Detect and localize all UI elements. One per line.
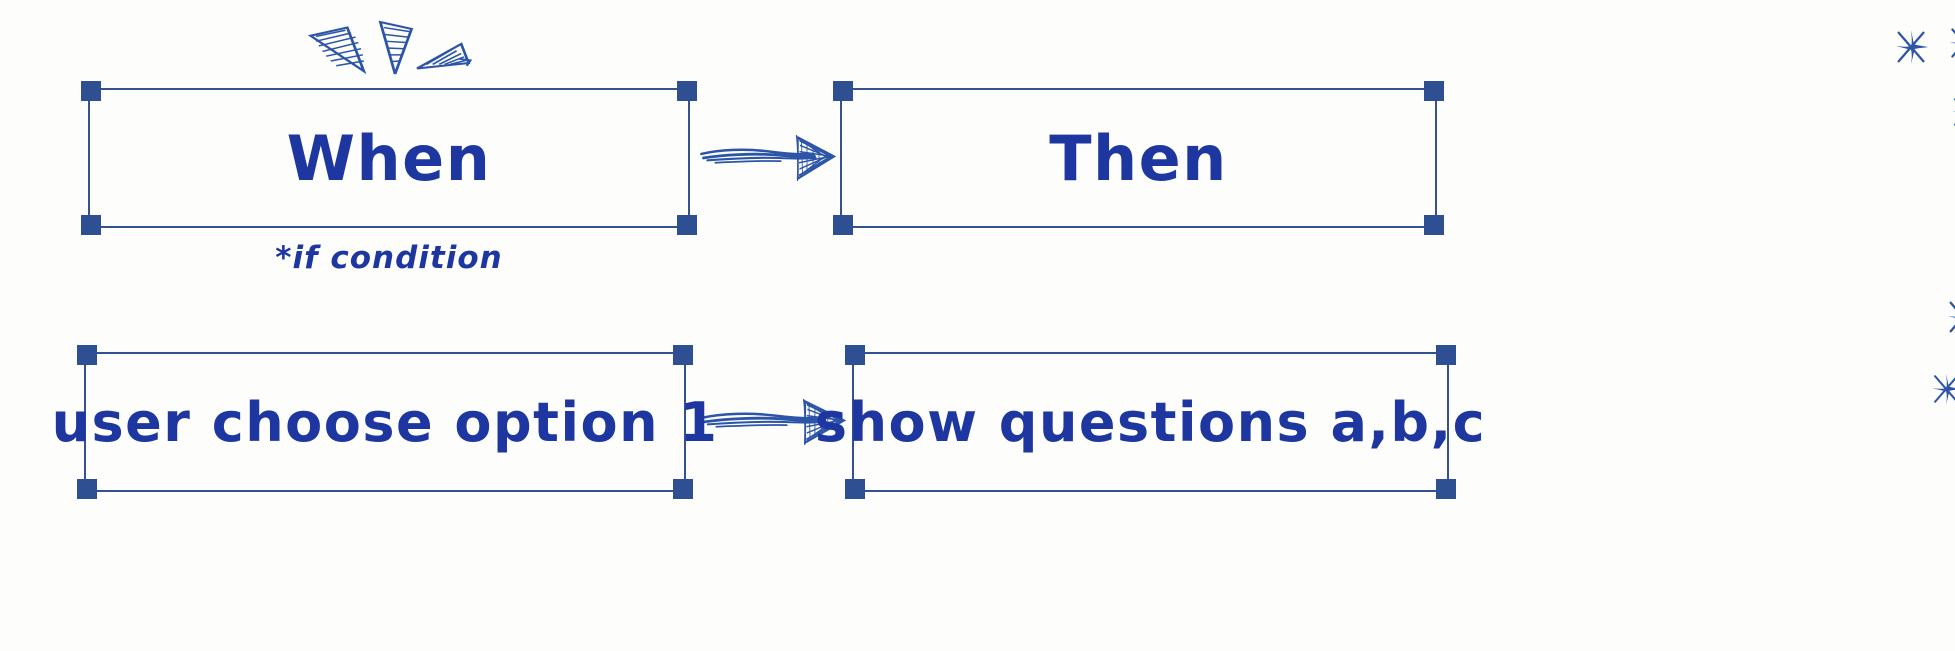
resize-handle-top-right[interactable] bbox=[1424, 81, 1444, 101]
resize-handle-bottom-left[interactable] bbox=[77, 479, 97, 499]
resize-handle-bottom-right[interactable] bbox=[673, 479, 693, 499]
sparkle-star-1 bbox=[1894, 28, 1930, 66]
sparkle-star-4 bbox=[1946, 298, 1955, 336]
node-when[interactable]: When bbox=[81, 81, 697, 235]
resize-handle-bottom-right[interactable] bbox=[1424, 215, 1444, 235]
connector-arrow-1[interactable] bbox=[699, 134, 836, 182]
sparkle-star-5 bbox=[1931, 372, 1955, 406]
resize-handle-top-left[interactable] bbox=[77, 345, 97, 365]
node-then-label: Then bbox=[1049, 121, 1228, 195]
resize-handle-top-right[interactable] bbox=[677, 81, 697, 101]
node-when-label: When bbox=[286, 121, 492, 195]
node-then[interactable]: Then bbox=[833, 81, 1444, 235]
node-user-choose-option-label: user choose option 1 bbox=[51, 390, 719, 454]
resize-handle-top-left[interactable] bbox=[845, 345, 865, 365]
annotation-if-condition: *if condition bbox=[275, 240, 503, 276]
node-show-questions-label: show questions a,b,c bbox=[814, 390, 1487, 454]
resize-handle-top-left[interactable] bbox=[833, 81, 853, 101]
resize-handle-bottom-left[interactable] bbox=[833, 215, 853, 235]
sparkle-star-2 bbox=[1948, 25, 1955, 61]
resize-handle-bottom-left[interactable] bbox=[845, 479, 865, 499]
resize-handle-top-right[interactable] bbox=[1436, 345, 1456, 365]
node-show-questions[interactable]: show questions a,b,c bbox=[815, 345, 1485, 499]
resize-handle-bottom-right[interactable] bbox=[1436, 479, 1456, 499]
resize-handle-top-right[interactable] bbox=[673, 345, 693, 365]
resize-handle-bottom-right[interactable] bbox=[677, 215, 697, 235]
resize-handle-top-left[interactable] bbox=[81, 81, 101, 101]
speed-lines-doodle bbox=[309, 20, 472, 76]
node-user-choose-option[interactable]: user choose option 1 bbox=[52, 345, 717, 499]
resize-handle-bottom-left[interactable] bbox=[81, 215, 101, 235]
